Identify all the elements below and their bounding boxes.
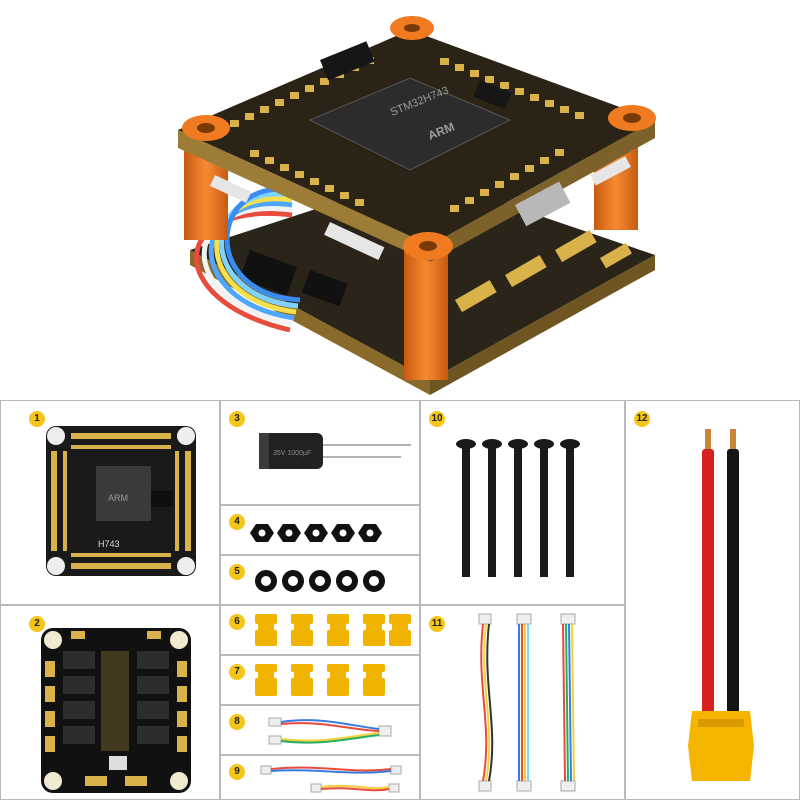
svg-text:ARM: ARM — [108, 493, 128, 503]
item-number-badge: 11 — [429, 616, 445, 632]
item-number-badge: 1 — [29, 411, 45, 427]
item-number-badge: 3 — [229, 411, 245, 427]
usb-c-port — [514, 181, 571, 227]
item-number-badge: 2 — [29, 616, 45, 632]
item-cell-3: 3 35V 1000µF — [220, 400, 420, 505]
item-number-badge: 5 — [229, 564, 245, 580]
short-cable-icon — [260, 765, 402, 793]
standoff-caps — [182, 16, 656, 260]
damper-grommet-icon — [255, 614, 411, 646]
item-number-badge: 10 — [429, 411, 445, 427]
accessory-grid: 1 ARM H743 2 — [0, 400, 800, 800]
ribbon-cable-icon — [268, 717, 392, 745]
product-photo-stack: STM32H743 ARM — [178, 16, 656, 395]
item-cell-10: 10 — [420, 400, 625, 605]
item-number-badge: 8 — [229, 714, 245, 730]
item-cell-5: 5 — [220, 555, 420, 605]
item-number-badge: 6 — [229, 614, 245, 630]
item-cell-9: 9 — [220, 755, 420, 800]
xt60-connector — [688, 711, 754, 781]
xt60-power-lead-icon — [688, 429, 754, 781]
jst-cable-icon — [478, 613, 576, 792]
item-cell-7: 7 — [220, 655, 420, 705]
item-cell-6: 6 — [220, 605, 420, 655]
long-screw-icon — [456, 439, 580, 577]
esc-board-icon — [41, 628, 191, 793]
item-number-badge: 12 — [634, 411, 650, 427]
capacitor-rating: 35V 1000µF — [273, 450, 311, 457]
item-number-badge: 9 — [229, 764, 245, 780]
damper-grommet-short-icon — [255, 664, 385, 696]
item-cell-8: 8 — [220, 705, 420, 755]
item-cell-11: 11 — [420, 605, 625, 800]
jst-connector — [324, 221, 385, 261]
item-number-badge: 7 — [229, 664, 245, 680]
hex-nut-icon — [250, 524, 382, 542]
flight-controller-top: STM32H743 ARM — [178, 30, 655, 262]
item-cell-2: 2 — [0, 605, 220, 800]
mcu-chip — [308, 77, 512, 171]
rubber-ring-icon — [255, 570, 385, 592]
item-cell-1: 1 ARM H743 — [0, 400, 220, 605]
item-cell-12: 12 — [625, 400, 800, 800]
wire-harness-loop — [194, 186, 301, 333]
capacitor-icon: 35V 1000µF — [259, 433, 411, 469]
flight-controller-board-icon: ARM H743 — [46, 426, 196, 576]
item-number-badge: 4 — [229, 514, 245, 530]
item-cell-4: 4 — [220, 505, 420, 555]
board-label: H743 — [98, 539, 120, 549]
